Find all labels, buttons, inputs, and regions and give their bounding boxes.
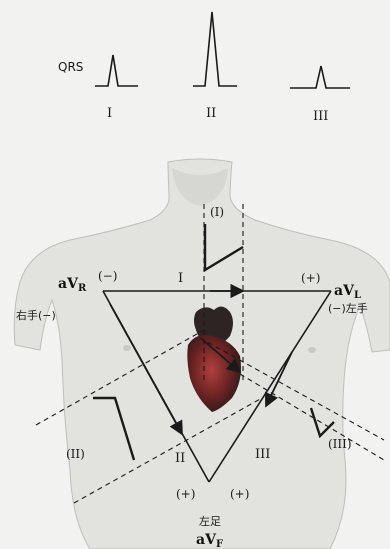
edge-I-label: I (178, 271, 183, 286)
left-foot-label: 左足 (199, 515, 221, 528)
lead-I-label: I (107, 106, 112, 121)
left-hand-label: (−)左手 (328, 301, 368, 315)
lead-III-label: III (313, 109, 328, 124)
proj-III-label: (III) (328, 437, 352, 451)
edge-II-label: II (175, 451, 185, 466)
proj-II-label: (II) (66, 447, 85, 461)
qrs-label: QRS (58, 60, 83, 74)
proj-I-label: (I) (210, 205, 224, 219)
trace-lead-III (290, 66, 350, 88)
left-nipple (123, 345, 131, 351)
lead-II-label: II (206, 106, 216, 121)
pos-top-right: (+) (301, 271, 320, 285)
trace-lead-I (95, 55, 138, 86)
pos-bottom-right: (+) (230, 487, 249, 501)
top-qrs-traces (95, 12, 350, 88)
right-nipple (308, 347, 316, 353)
edge-III-label: III (255, 447, 270, 462)
trace-lead-II (193, 12, 237, 86)
neg-top-left: (−) (98, 269, 117, 283)
pos-bottom-left: (+) (176, 487, 195, 501)
right-hand-label: 右手(−) (16, 308, 56, 322)
